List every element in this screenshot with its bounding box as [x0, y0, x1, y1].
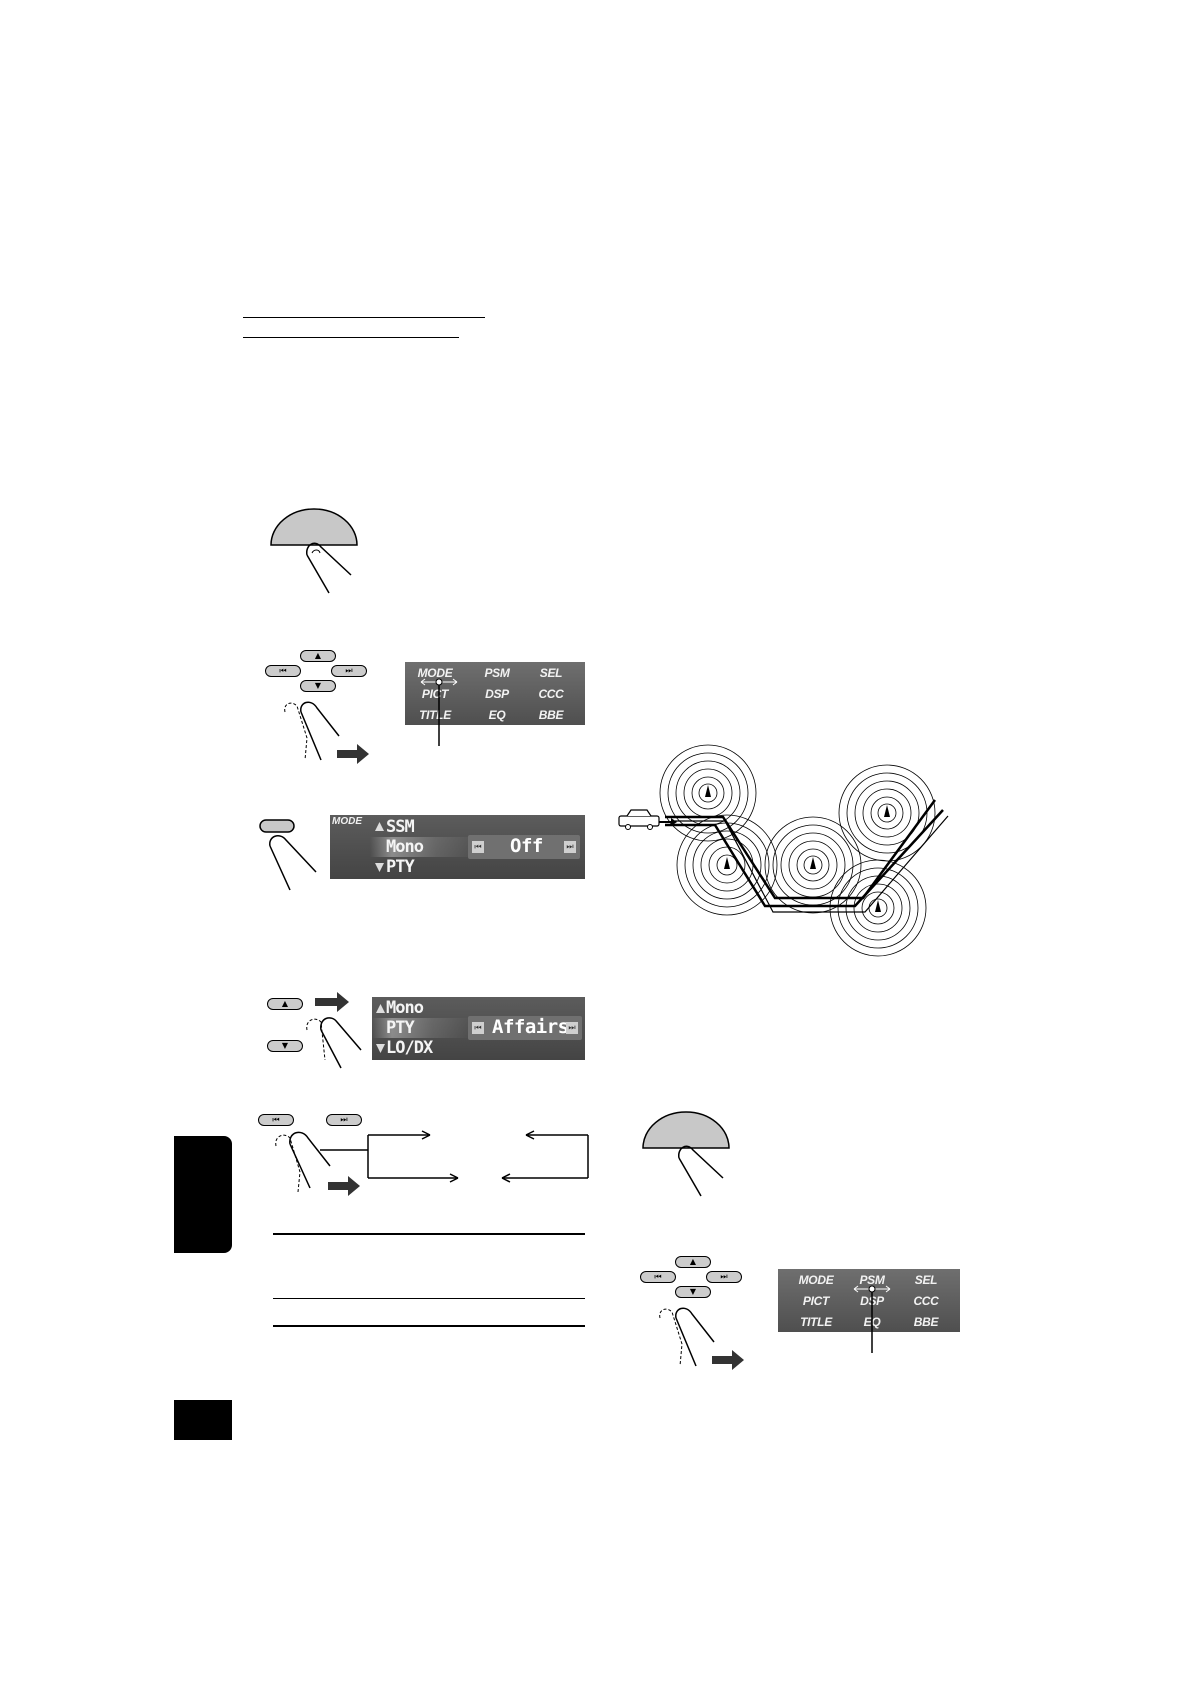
title-underline-1 [243, 317, 485, 318]
down-button[interactable]: ▼ [267, 1040, 303, 1052]
skip-next-icon: ⏭ [340, 1115, 348, 1124]
prev-button[interactable]: ⏮ [640, 1271, 676, 1283]
lcd-selection-bar [370, 837, 480, 857]
lcd-mode-display: MODE SSM Mono PTY ⏮ Off ⏭ [330, 815, 585, 879]
menu-panel-top: MODE PSM SEL PICT DSP CCC TITLE EQ BBE [405, 662, 585, 746]
menu-item-sel[interactable]: SEL [914, 1273, 938, 1287]
menu-item-mode[interactable]: MODE [417, 666, 453, 680]
skip-prev-icon: ⏮ [472, 841, 484, 853]
lcd-value: Off [510, 835, 543, 857]
up-icon: ▲ [281, 999, 289, 1008]
page-number-tab [174, 1400, 232, 1440]
updown-pad: ▲ ▼ [265, 990, 365, 1070]
skip-next-icon: ⏭ [345, 666, 353, 675]
skip-next-icon: ⏭ [720, 1272, 728, 1281]
next-button[interactable]: ⏭ [331, 665, 367, 677]
down-button[interactable]: ▼ [300, 680, 336, 692]
down-icon [375, 863, 384, 872]
next-button[interactable]: ⏭ [706, 1271, 742, 1283]
up-icon [375, 822, 384, 831]
lcd-row-1: Mono [386, 998, 424, 1018]
skip-prev-icon: ⏮ [272, 1115, 280, 1124]
finger-skip-icon [275, 1131, 360, 1196]
down-button[interactable]: ▼ [675, 1286, 711, 1298]
skip-prev-icon: ⏮ [279, 666, 287, 675]
menu-item-ccc[interactable]: CCC [538, 687, 564, 701]
down-icon: ▼ [689, 1287, 697, 1296]
up-icon: ▲ [314, 651, 322, 660]
menu-item-bbe[interactable]: BBE [538, 708, 564, 722]
next-button[interactable]: ⏭ [326, 1114, 362, 1126]
down-icon: ▼ [314, 681, 322, 690]
menu-item-title[interactable]: TITLE [800, 1315, 832, 1329]
menu-item-psm[interactable]: PSM [484, 666, 510, 680]
lcd-value-box [468, 1016, 582, 1040]
lcd-value: Affairs [492, 1016, 569, 1038]
menu-item-dsp[interactable]: DSP [485, 687, 509, 701]
lcd-row-3: PTY [386, 857, 415, 877]
menu-item-bbe[interactable]: BBE [913, 1315, 939, 1329]
skip-prev-icon: ⏮ [472, 1022, 484, 1034]
up-icon [376, 1004, 385, 1013]
prev-button[interactable]: ⏮ [258, 1114, 294, 1126]
lcd-pty-display: Mono PTY LO/DX ⏮ Affairs ⏭ [372, 997, 585, 1060]
lcd-mode-tag: MODE [332, 816, 362, 827]
up-button[interactable]: ▲ [300, 650, 336, 662]
menu-item-ccc[interactable]: CCC [913, 1294, 939, 1308]
rule-1 [273, 1233, 585, 1235]
menu-item-title[interactable]: TITLE [419, 708, 451, 722]
finger-swipe-icon [659, 1307, 744, 1370]
finger-press-button-icon [270, 508, 358, 594]
title-underline-2 [243, 337, 459, 338]
lcd-row-3: LO/DX [386, 1038, 433, 1058]
skip-pad: ⏮ ⏭ [256, 1112, 376, 1202]
language-tab [174, 1136, 232, 1253]
rule-2 [273, 1298, 585, 1299]
remote-pad-1: ▲ ⏮ ⏭ ▼ [265, 650, 375, 764]
lcd-row-2: PTY [386, 1018, 415, 1038]
skip-next-icon: ⏭ [566, 1022, 578, 1034]
car-icon [618, 809, 677, 830]
finger-swipe-icon [284, 701, 369, 764]
menu-item-mode[interactable]: MODE [798, 1273, 834, 1287]
finger-press-button-icon-2 [642, 1111, 730, 1197]
lcd-selection-bar [372, 1018, 472, 1038]
cycle-arrows-diagram [320, 1130, 589, 1183]
lcd-row-1: SSM [386, 817, 415, 837]
menu-item-psm[interactable]: PSM [859, 1273, 885, 1287]
up-button[interactable]: ▲ [267, 998, 303, 1010]
up-button[interactable]: ▲ [675, 1256, 711, 1268]
menu-item-pict[interactable]: PICT [421, 687, 449, 701]
menu-item-sel[interactable]: SEL [539, 666, 563, 680]
down-icon [376, 1044, 385, 1053]
cursor-indicator-icon [853, 1285, 891, 1353]
rule-3 [273, 1325, 585, 1327]
skip-prev-icon: ⏮ [654, 1272, 662, 1281]
menu-item-pict[interactable]: PICT [802, 1294, 830, 1308]
station-coverage-diagram [618, 744, 949, 957]
lcd-value-box [468, 835, 580, 859]
finger-updown-icon [306, 992, 362, 1069]
prev-button[interactable]: ⏮ [265, 665, 301, 677]
remote-pad-2: ▲ ⏮ ⏭ ▼ [640, 1256, 750, 1370]
up-icon: ▲ [689, 1257, 697, 1266]
finger-press-mode-icon [259, 819, 317, 891]
lcd-row-2: Mono [386, 837, 424, 857]
menu-item-eq[interactable]: EQ [488, 708, 506, 722]
menu-panel-bottom: MODE PSM SEL PICT DSP CCC TITLE EQ BBE [778, 1269, 960, 1353]
down-icon: ▼ [281, 1041, 289, 1050]
skip-next-icon: ⏭ [564, 841, 576, 853]
cursor-indicator-icon [420, 678, 458, 746]
